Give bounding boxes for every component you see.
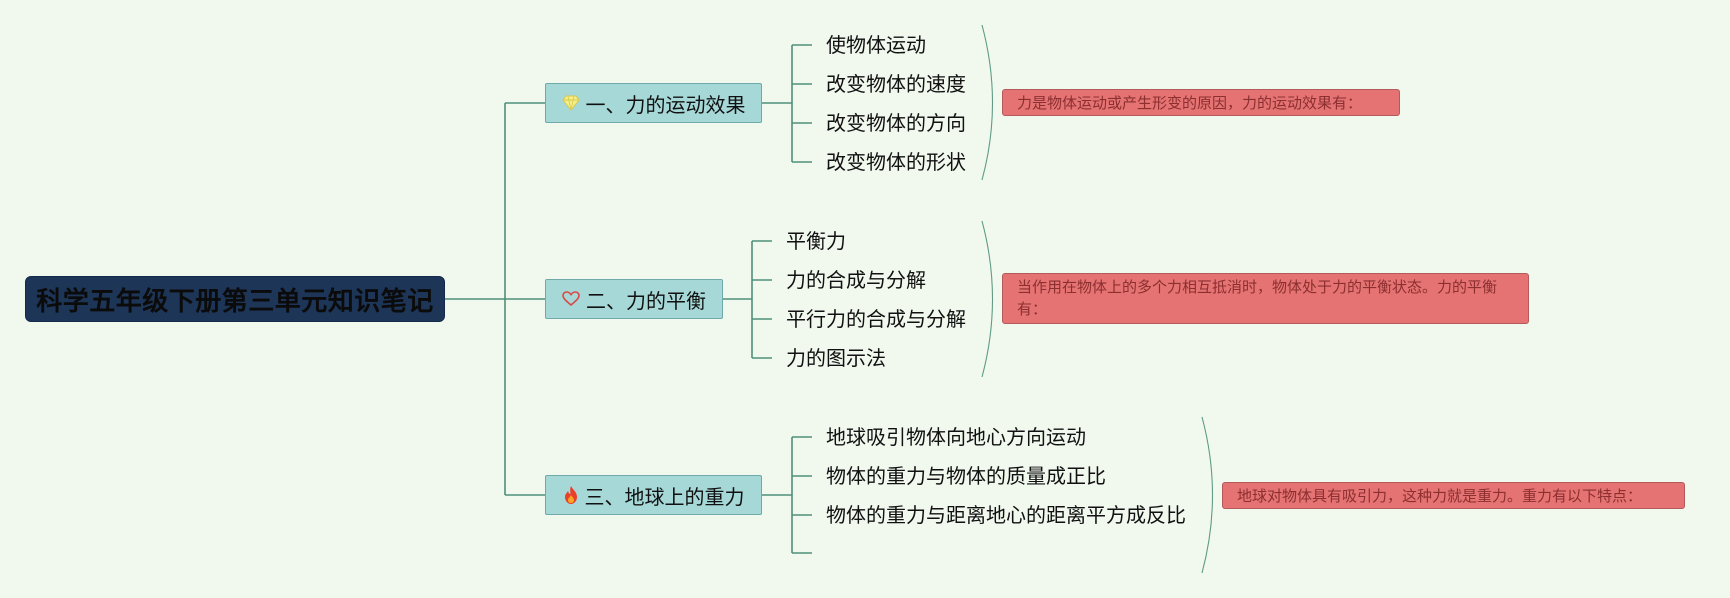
leaf-item[interactable]: 使物体运动	[826, 33, 926, 57]
leaf-item[interactable]: 改变物体的形状	[826, 150, 966, 174]
leaf-item[interactable]: 平衡力	[786, 229, 846, 253]
branch-force-balance[interactable]: 二、力的平衡	[545, 279, 723, 319]
root-title: 科学五年级下册第三单元知识笔记	[36, 286, 434, 317]
note-text: 当作用在物体上的多个力相互抵消时，物体处于力的平衡状态。力的平衡有：	[1017, 278, 1498, 318]
branch-gravity-on-earth[interactable]: 三、地球上的重力	[545, 475, 762, 515]
leaf-item[interactable]: 力的合成与分解	[786, 268, 926, 292]
leaf-item[interactable]: 物体的重力与距离地心的距离平方成反比	[826, 503, 1186, 527]
heart-icon	[562, 291, 580, 307]
note-force-balance[interactable]: 当作用在物体上的多个力相互抵消时，物体处于力的平衡状态。力的平衡有：	[1002, 273, 1529, 324]
note-force-motion-effect[interactable]: 力是物体运动或产生形变的原因，力的运动效果有：	[1002, 89, 1400, 116]
branch-label: 三、地球上的重力	[584, 484, 745, 509]
leaf-item[interactable]: 力的图示法	[786, 346, 886, 370]
leaf-item[interactable]: 地球吸引物体向地心方向运动	[826, 425, 1086, 449]
branch-label: 二、力的平衡	[586, 288, 706, 313]
leaf-item[interactable]: 改变物体的速度	[826, 72, 966, 96]
branch-label: 一、力的运动效果	[585, 92, 746, 117]
diamond-icon	[561, 95, 580, 111]
leaf-item[interactable]: 物体的重力与物体的质量成正比	[826, 464, 1106, 488]
note-text: 力是物体运动或产生形变的原因，力的运动效果有：	[1017, 94, 1363, 112]
leaf-item[interactable]: 平行力的合成与分解	[786, 307, 966, 331]
note-gravity-on-earth[interactable]: 地球对物体具有吸引力，这种力就是重力。重力有以下特点：	[1222, 482, 1685, 509]
branch-force-motion-effect[interactable]: 一、力的运动效果	[545, 83, 762, 123]
fire-icon	[563, 485, 579, 505]
root-topic[interactable]: 科学五年级下册第三单元知识笔记	[25, 276, 445, 322]
leaf-item[interactable]: 改变物体的方向	[826, 111, 966, 135]
note-text: 地球对物体具有吸引力，这种力就是重力。重力有以下特点：	[1237, 487, 1643, 505]
